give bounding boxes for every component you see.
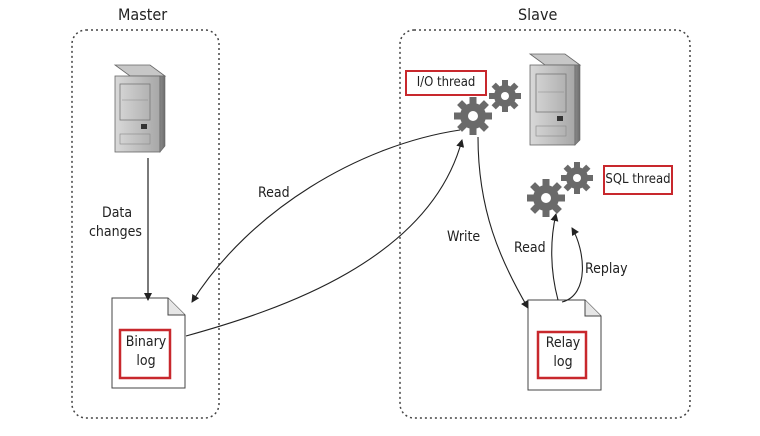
master-container xyxy=(71,29,220,419)
write-arrow xyxy=(477,136,529,309)
sql-thread-gear-icon xyxy=(527,162,593,217)
master-server-icon xyxy=(113,64,167,153)
io-thread-gear-icon xyxy=(454,80,521,135)
slave-server-icon xyxy=(528,53,582,146)
relay-log-label: Relay log xyxy=(538,334,588,372)
binary-log-label: Binary log xyxy=(120,333,172,371)
binlog-to-io-arrow xyxy=(185,139,465,337)
slave-container xyxy=(399,29,691,419)
relay-log-line2: log xyxy=(553,354,573,370)
relay-log-line1: Relay xyxy=(545,335,581,351)
read-label-slave: Read xyxy=(514,240,546,256)
read-arrow-slave xyxy=(550,213,559,301)
binary-log-line1: Binary xyxy=(125,334,167,350)
replay-label: Replay xyxy=(585,261,628,277)
write-label: Write xyxy=(447,229,481,245)
replay-arrow xyxy=(561,227,583,303)
read-label-master: Read xyxy=(258,185,290,201)
relay-log-document xyxy=(527,299,602,391)
master-title: Master xyxy=(118,5,168,24)
io-thread-label: I/O thread xyxy=(405,70,487,96)
data-changes-label-line2: changes xyxy=(89,224,142,240)
sql-thread-label: SQL thread xyxy=(603,165,673,195)
binary-log-line2: log xyxy=(136,353,156,369)
slave-title: Slave xyxy=(518,5,558,24)
data-changes-label-line1: Data xyxy=(102,205,133,221)
binary-log-document xyxy=(111,297,186,389)
read-arrow-master xyxy=(191,129,461,303)
